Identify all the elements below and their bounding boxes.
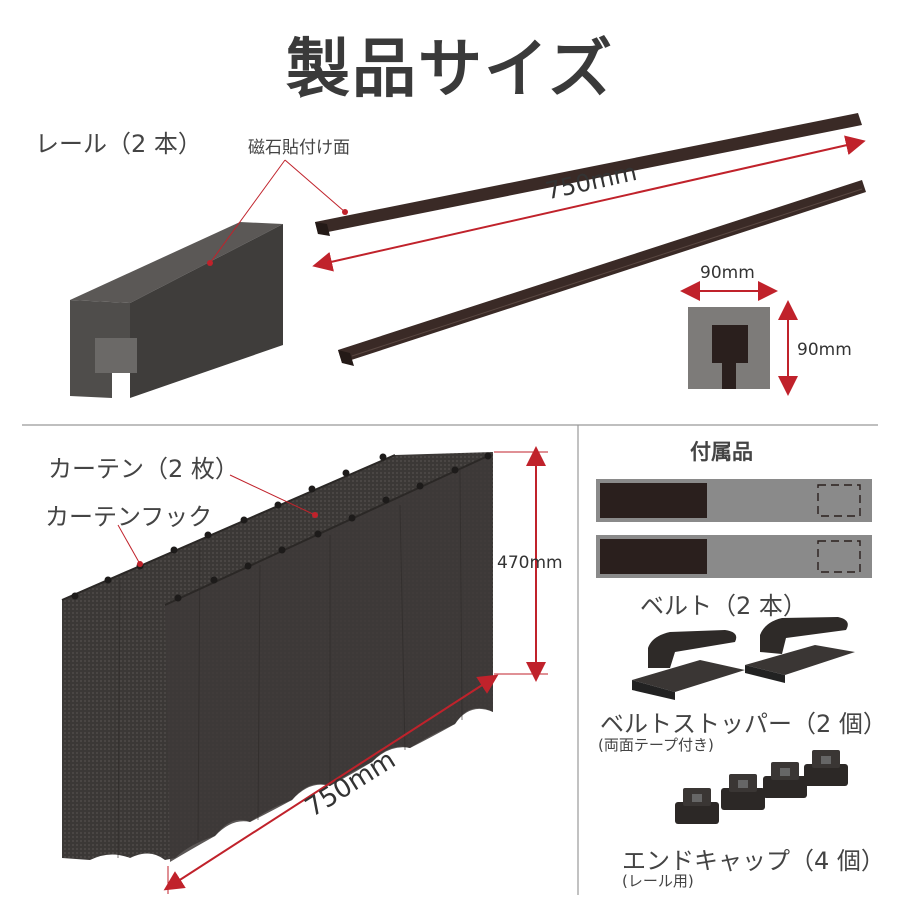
section-width-label: 90mm	[700, 263, 755, 283]
stopper-note: (両面テープ付き)	[598, 736, 714, 754]
end-cap-2	[721, 774, 765, 810]
curtain-hooks	[71, 452, 492, 602]
rail-profile-3d	[70, 222, 283, 398]
endcap-label: エンドキャップ（4 個）	[622, 847, 885, 875]
rail-cross-section	[688, 307, 770, 389]
belt-1	[596, 479, 872, 522]
end-cap-3	[763, 762, 807, 798]
belt-2	[596, 535, 872, 578]
accessories-heading: 付属品	[690, 440, 753, 464]
curtain-hook-label: カーテンフック	[45, 503, 213, 531]
belt-stopper-2	[745, 617, 855, 683]
section-height-label: 90mm	[797, 340, 852, 360]
end-caps	[675, 750, 848, 824]
endcap-note: (レール用)	[622, 872, 694, 890]
curtain-callouts	[117, 474, 318, 567]
rail-length-arrow	[312, 135, 866, 272]
end-cap-4	[804, 750, 848, 786]
curtain-width-arrow	[163, 674, 499, 891]
magnet-face-label: 磁石貼付け面	[248, 138, 350, 158]
stopper-label: ベルトストッパー（2 個）	[600, 710, 887, 738]
belt-stopper-1	[632, 630, 745, 700]
rail-label: レール（2 本）	[35, 130, 202, 158]
page-title: 製品サイズ	[285, 33, 615, 107]
curtain-height-label: 470mm	[497, 553, 563, 573]
belt-label: ベルト（2 本）	[640, 592, 807, 620]
curtain-label: カーテン（2 枚）	[48, 455, 239, 483]
end-cap-1	[675, 788, 719, 824]
